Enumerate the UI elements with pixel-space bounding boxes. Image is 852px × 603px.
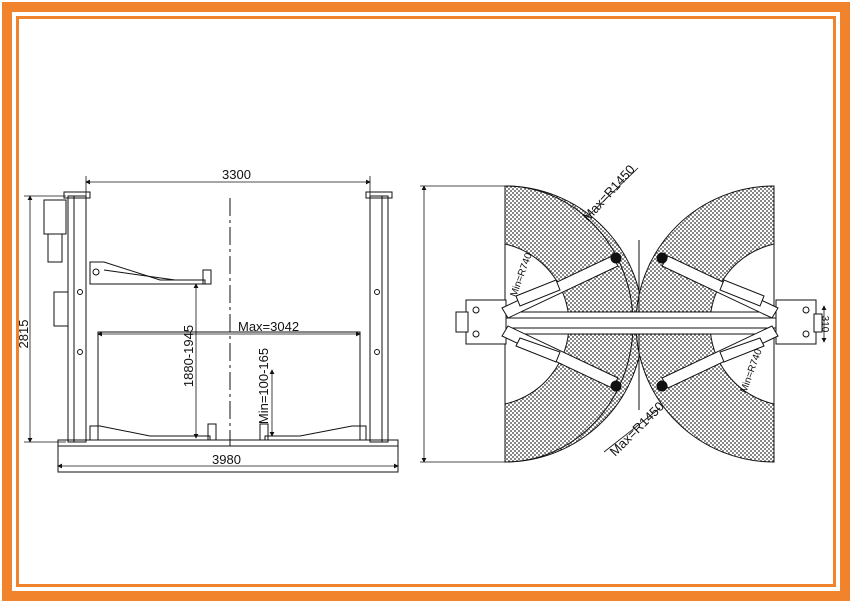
dim-max-width: Max=3042 (238, 319, 299, 334)
cross-beam (497, 311, 783, 335)
left-post-top (465, 299, 507, 345)
motor (43, 199, 67, 235)
top-view-dimensions (420, 167, 827, 463)
arms-right (656, 252, 779, 392)
lower-arm-right (264, 425, 367, 441)
right-post-top (775, 299, 817, 345)
upper-arm-left (89, 261, 206, 285)
front-view-dimensions (24, 176, 399, 469)
right-post (369, 195, 389, 443)
arms-left (501, 252, 622, 392)
dim-max-radius-bottom: Max=R1450 (607, 399, 667, 459)
dim-lift-range: 1880-1945 (181, 325, 196, 387)
power-unit (53, 291, 69, 327)
dim-post-width: 310 (819, 316, 830, 333)
front-view (43, 191, 399, 473)
left-post (67, 195, 87, 443)
dim-overall-width: 3300 (222, 167, 251, 182)
lift-frame (97, 331, 361, 440)
dim-height: 2815 (16, 320, 31, 349)
lower-arm-left (89, 425, 211, 441)
dim-base-width: 3980 (212, 452, 241, 467)
dim-max-radius-top: Max=R1450 (580, 162, 638, 224)
top-view (455, 185, 823, 463)
dim-min-height: Min=100-165 (256, 348, 271, 424)
inner-orange-border (16, 16, 836, 587)
base-plate (57, 439, 399, 473)
